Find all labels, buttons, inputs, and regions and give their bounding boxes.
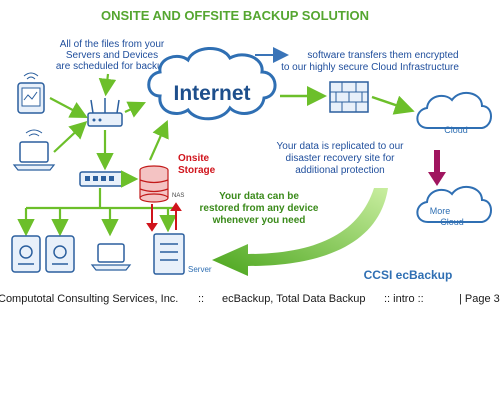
- page-footer: Computotal Consulting Services, Inc. :: …: [0, 290, 500, 308]
- more-cloud-label-line1: More: [430, 206, 451, 216]
- backup-diagram: ONSITE AND OFFSITE BACKUP SOLUTION All o…: [11, 8, 492, 282]
- footer-separator-1: ::: [198, 293, 205, 305]
- nas-label: NAS: [172, 193, 184, 199]
- desktop-icon-2: [45, 235, 75, 273]
- onsite-label-line2: Storage: [178, 165, 216, 176]
- nas-to-internet-arrow: [148, 119, 169, 161]
- tablet-to-router-arrow: [49, 97, 88, 119]
- laptop-to-router-arrow: [53, 120, 88, 153]
- cloud-label: Cloud: [444, 125, 468, 135]
- replication-arrow: [428, 150, 446, 186]
- more-cloud-icon: [416, 185, 492, 223]
- replicated-text-line3: additional protection: [295, 165, 385, 176]
- firewall-icon: [329, 81, 369, 113]
- footer-company: Computotal Consulting Services, Inc.: [0, 293, 179, 305]
- left-text-line2: Servers and Devices: [66, 50, 158, 61]
- server-label: Server: [188, 265, 212, 274]
- left-text-line3: are scheduled for backup: [56, 61, 169, 72]
- onsite-label-line1: Onsite: [178, 153, 210, 164]
- restore-text-line3: whenever you need: [212, 215, 306, 226]
- diagram-title: ONSITE AND OFFSITE BACKUP SOLUTION: [101, 8, 369, 23]
- cloud-icon: [416, 91, 492, 129]
- label-to-router-arrow: [98, 73, 117, 97]
- replicated-text-line2: disaster recovery site for: [286, 153, 396, 164]
- internet-label: Internet: [173, 82, 250, 105]
- laptop-icon-bottom: [90, 243, 132, 271]
- restore-text-line1: Your data can be: [219, 191, 299, 202]
- switch-icon: [79, 171, 125, 187]
- nas-icon: [139, 165, 169, 203]
- brand-label: CCSI ecBackup: [364, 268, 453, 282]
- router-icon: [87, 98, 123, 127]
- more-cloud-label-line2: Cloud: [440, 217, 464, 227]
- tablet-icon: [17, 72, 45, 114]
- internet-cloud-icon: [147, 47, 277, 121]
- footer-product: ecBackup, Total Data Backup: [222, 293, 366, 305]
- left-text-line1: All of the files from your: [60, 39, 165, 50]
- laptop-icon: [12, 129, 56, 171]
- restore-arrow: [212, 188, 388, 276]
- restore-text-line2: restored from any device: [200, 203, 319, 214]
- footer-page: | Page 3: [459, 293, 500, 305]
- replicated-text-line1: Your data is replicated to our: [277, 141, 405, 152]
- desktop-icon-1: [11, 235, 41, 273]
- server-icon: [153, 233, 185, 275]
- firewall-to-cloud-arrow: [371, 95, 415, 115]
- footer-section: :: intro ::: [384, 293, 424, 305]
- right-text-line2: to our highly secure Cloud Infrastructur…: [281, 62, 459, 73]
- router-to-internet-arrow: [124, 101, 146, 118]
- right-text-line1: software transfers them encrypted: [307, 50, 458, 61]
